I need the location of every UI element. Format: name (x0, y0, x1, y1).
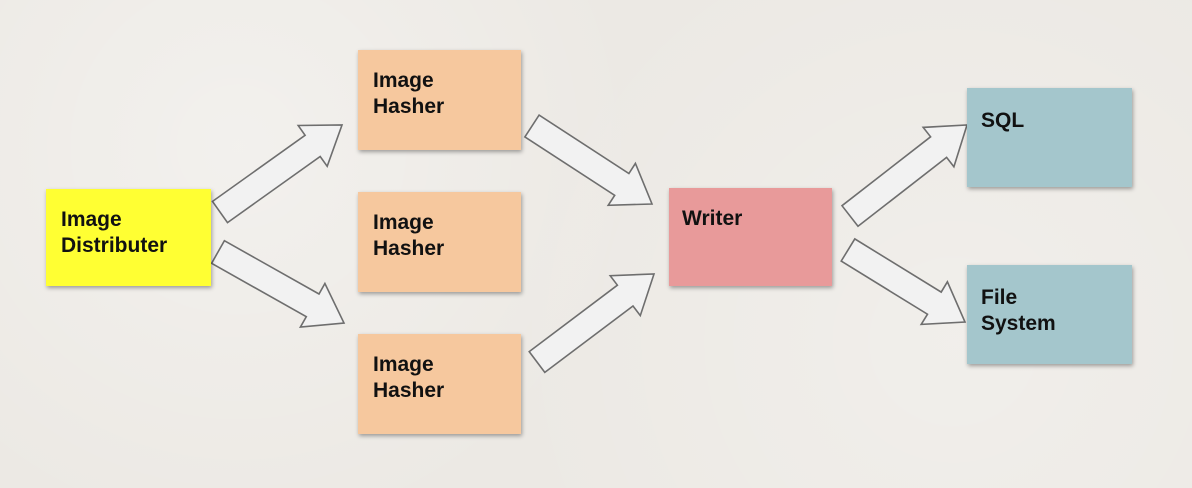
arrow-writer-to-filesystem (840, 237, 967, 326)
image-hasher-node-3: Image Hasher (358, 334, 521, 434)
arrow-writer-to-sql (840, 124, 969, 228)
writer-label: Writer (682, 207, 743, 230)
image-distributer-label: Image Distributer (61, 208, 168, 257)
image-hasher-node-2: Image Hasher (358, 192, 521, 292)
file-system-node: File System (967, 265, 1132, 364)
arrow-hasher-3-to-writer (528, 273, 656, 374)
image-hasher-label-3: Image Hasher (373, 353, 445, 402)
image-distributer-node: Image Distributer (46, 189, 211, 286)
arrow-distributer-to-hasher-3 (210, 239, 346, 329)
arrow-hasher-1-to-writer (523, 113, 654, 207)
image-hasher-label-2: Image Hasher (373, 211, 445, 260)
writer-node: Writer (669, 188, 832, 286)
sql-label: SQL (981, 109, 1025, 132)
file-system-label: File System (981, 286, 1056, 335)
image-hasher-node-1: Image Hasher (358, 50, 521, 150)
arrow-distributer-to-hasher-1 (211, 124, 344, 224)
sql-node: SQL (967, 88, 1132, 187)
image-hasher-label-1: Image Hasher (373, 69, 445, 118)
